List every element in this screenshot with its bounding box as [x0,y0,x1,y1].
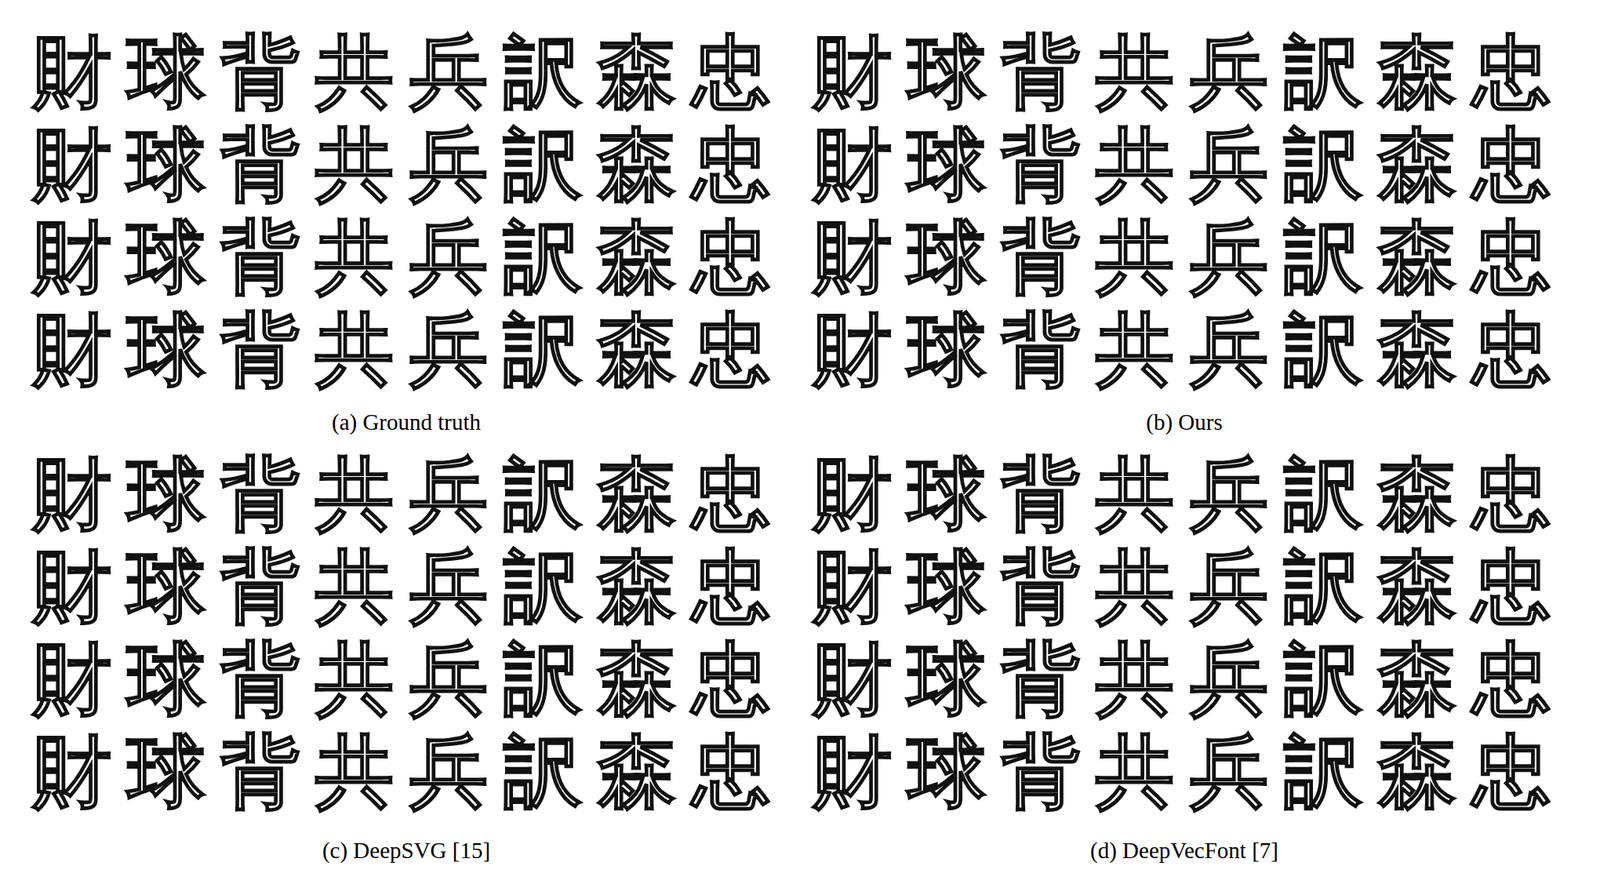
glyph-row: 財球背共兵訳森忠 [32,640,786,719]
figure-caption: (c) DeepSVG [15] [322,837,491,864]
glyph-row: 財球背共兵訳森忠 [813,454,1567,534]
glyph-row: 財球背共兵訳森忠 [32,32,786,112]
glyph-row: 財球背共兵訳森忠 [813,732,1567,811]
glyph-row: 財球背共兵訳森忠 [32,454,786,534]
glyph-row: 財球背共兵訳森忠 [32,125,786,204]
figure-caption: (a) Ground truth [331,409,481,436]
glyph-row: 財球背共兵訳森忠 [813,32,1567,112]
glyph-row: 財球背共兵訳森忠 [813,547,1567,626]
glyph-row: 財球背共兵訳森忠 [813,310,1567,390]
glyph-row: 財球背共兵訳森忠 [32,218,786,297]
figure-caption: (d) DeepVecFont [7] [1090,837,1279,864]
glyph-row: 財球背共兵訳森忠 [813,640,1567,719]
glyph-row: 財球背共兵訳森忠 [813,218,1567,297]
glyph-row: 財球背共兵訳森忠 [32,310,786,390]
glyph-row: 財球背共兵訳森忠 [32,547,786,626]
glyph-row: 財球背共兵訳森忠 [813,125,1567,204]
glyph-row: 財球背共兵訳森忠 [32,732,786,811]
figure-caption: (b) Ours [1145,409,1222,436]
